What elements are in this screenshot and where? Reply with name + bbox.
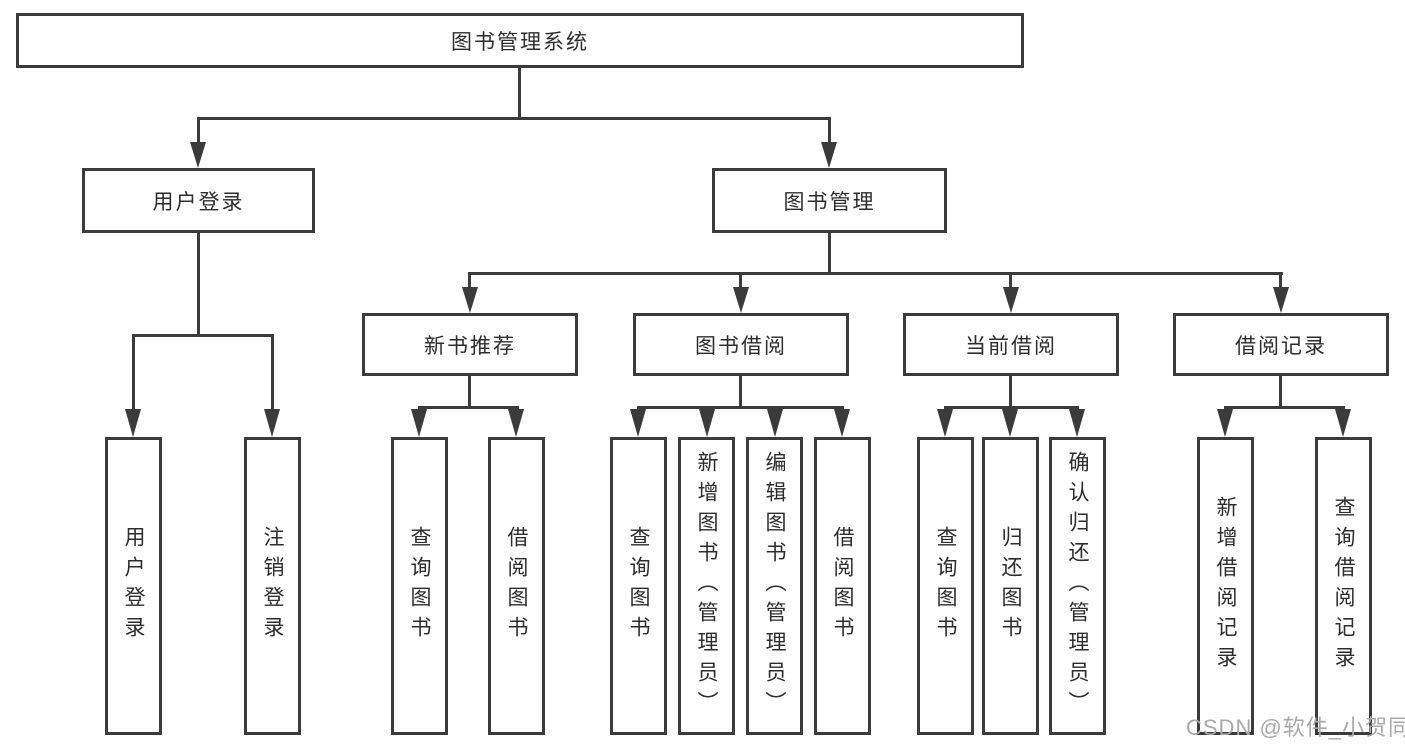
node-book-borrowing: 图书借阅 [633,313,849,376]
connector-line [197,117,200,145]
arrow-down-icon [1335,409,1351,437]
leaf-borrow-books: 借阅图书 [814,437,871,735]
arrow-down-icon [264,409,280,437]
node-label: 归还图书 [999,526,1022,646]
leaf-query-books-borrowing: 查询图书 [610,437,667,735]
connector-line [418,406,519,409]
node-label: 图书管理 [783,190,876,214]
leaf-edit-books-admin: 编辑图书（管理员） [746,437,803,735]
node-label: 新书推荐 [424,334,516,358]
node-label: 图书借阅 [695,334,787,358]
connector-line [739,273,742,289]
connector-line [828,117,831,145]
arrow-down-icon [508,409,524,437]
node-user-login: 用户登录 [82,168,315,233]
csdn-watermark: CSDN @软件_小贺同学 [1186,715,1405,740]
node-library-management-system: 图书管理系统 [16,13,1024,68]
node-label: 用户登录 [122,526,145,646]
node-new-book-recommendation: 新书推荐 [362,313,578,376]
node-label: 注销登录 [261,526,284,646]
arrow-down-icon [1069,409,1085,437]
node-label: 借阅记录 [1235,334,1327,358]
arrow-down-icon [699,409,715,437]
leaf-add-books-admin: 新增图书（管理员） [678,437,735,735]
arrow-down-icon [462,287,478,313]
arrow-down-icon [1273,287,1289,313]
connector-line [944,406,1079,409]
connector-line [1009,376,1012,408]
arrow-down-icon [733,287,749,313]
leaf-query-borrow-record: 查询借阅记录 [1315,437,1372,735]
node-label: 编辑图书（管理员） [763,451,786,721]
arrow-down-icon [1002,409,1018,437]
leaf-logout: 注销登录 [244,437,301,735]
connector-line [828,233,831,273]
node-label: 新增借阅记录 [1214,496,1237,676]
arrow-down-icon [937,409,953,437]
node-label: 确认归还（管理员） [1066,451,1089,721]
node-label: 用户登录 [152,190,245,214]
node-borrowing-records: 借阅记录 [1173,313,1389,376]
arrow-down-icon [821,142,837,168]
leaf-query-books-recommend: 查询图书 [391,437,448,735]
node-label: 查询图书 [408,526,431,646]
connector-line [739,376,742,408]
node-label: 新增图书（管理员） [695,451,718,721]
arrow-down-icon [411,409,427,437]
leaf-borrow-books-recommend: 借阅图书 [488,437,545,735]
node-label: 查询图书 [934,526,957,646]
connector-line [132,334,274,337]
leaf-confirm-return-admin: 确认归还（管理员） [1049,437,1106,735]
arrow-down-icon [1003,287,1019,313]
connector-line [271,335,274,415]
node-label: 查询借阅记录 [1332,496,1355,676]
node-current-borrowing: 当前借阅 [903,313,1119,376]
node-book-management: 图书管理 [712,168,947,233]
node-label: 查询图书 [627,526,650,646]
connector-line [1009,273,1012,289]
arrow-down-icon [125,409,141,437]
node-label: 当前借阅 [965,334,1057,358]
arrow-down-icon [834,409,850,437]
leaf-return-books: 归还图书 [982,437,1039,735]
connector-line [1279,376,1282,408]
connector-line [197,233,200,335]
node-label: 借阅图书 [505,526,528,646]
leaf-add-borrow-record: 新增借阅记录 [1197,437,1254,735]
connector-line [637,406,844,409]
connector-line [1224,406,1345,409]
node-label: 借阅图书 [831,526,854,646]
arrow-down-icon [630,409,646,437]
connector-line [518,68,521,117]
connector-line [468,376,471,408]
arrow-down-icon [767,409,783,437]
leaf-user-login: 用户登录 [105,437,162,735]
connector-line [197,117,831,120]
connector-line [132,335,135,415]
arrow-down-icon [190,142,206,168]
connector-line [468,272,1283,275]
node-label: 图书管理系统 [451,30,589,54]
connector-line [1279,273,1282,289]
leaf-query-books-current: 查询图书 [917,437,974,735]
arrow-down-icon [1217,409,1233,437]
connector-line [468,273,471,289]
